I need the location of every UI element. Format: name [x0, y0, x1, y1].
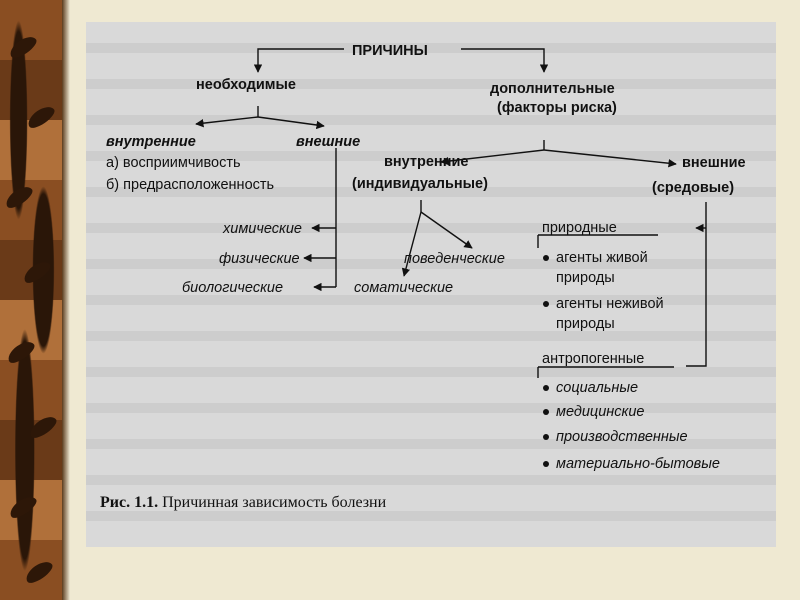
- additional-internal-label: внутренние: [384, 154, 468, 170]
- somatic-factor: соматические: [354, 280, 453, 296]
- physical-factor: физические: [219, 251, 300, 267]
- nonliving-agents-item: агенты неживой: [556, 296, 664, 312]
- susceptibility-item: а) восприимчивость: [106, 155, 241, 171]
- caption-label: Рис. 1.1.: [100, 494, 159, 511]
- nonliving-agents-item-cont: природы: [556, 316, 615, 332]
- biological-factor: биологические: [182, 280, 283, 296]
- risk-factors-label: (факторы риска): [497, 100, 617, 116]
- scanned-figure: ПРИЧИНЫ необходимые дополнительные (факт…: [86, 22, 776, 547]
- additional-external-label: внешние: [682, 155, 746, 171]
- social-item: социальные: [556, 380, 638, 396]
- bullet-icon: [543, 385, 549, 391]
- bullet-icon: [543, 434, 549, 440]
- living-agents-item: агенты живой: [556, 250, 648, 266]
- necessary-label: необходимые: [196, 77, 296, 93]
- industrial-item: производственные: [556, 429, 688, 445]
- environmental-label: (средовые): [652, 180, 734, 196]
- predisposition-item: б) предрасположенность: [106, 177, 274, 193]
- chemical-factor: химические: [222, 221, 302, 237]
- diagram-labels: ПРИЧИНЫ необходимые дополнительные (факт…: [106, 43, 746, 472]
- bullet-icon: [543, 409, 549, 415]
- bullet-icon: [543, 301, 549, 307]
- necessary-internal-label: внутренние: [106, 134, 196, 150]
- natural-label: природные: [542, 220, 617, 236]
- anthropogenic-label: антропогенные: [542, 351, 644, 367]
- individual-label: (индивидуальные): [352, 176, 488, 192]
- bullet-icon: [543, 255, 549, 261]
- decorative-border: [0, 0, 62, 600]
- medical-item: медицинские: [556, 404, 644, 420]
- root-label: ПРИЧИНЫ: [352, 43, 428, 59]
- necessary-external-label: внешние: [296, 134, 360, 150]
- causality-diagram: ПРИЧИНЫ необходимые дополнительные (факт…: [106, 43, 746, 472]
- connector-lines: [195, 48, 707, 378]
- figure-caption: Рис. 1.1. Причинная зависимость болезни: [100, 494, 386, 512]
- behavioral-factor: поведенческие: [404, 251, 505, 267]
- household-item: материально-бытовые: [556, 456, 720, 472]
- living-agents-item-cont: природы: [556, 270, 615, 286]
- bullet-icon: [543, 461, 549, 467]
- border-shadow: [62, 0, 70, 600]
- caption-text: Причинная зависимость болезни: [162, 494, 387, 511]
- additional-label: дополнительные: [490, 81, 615, 97]
